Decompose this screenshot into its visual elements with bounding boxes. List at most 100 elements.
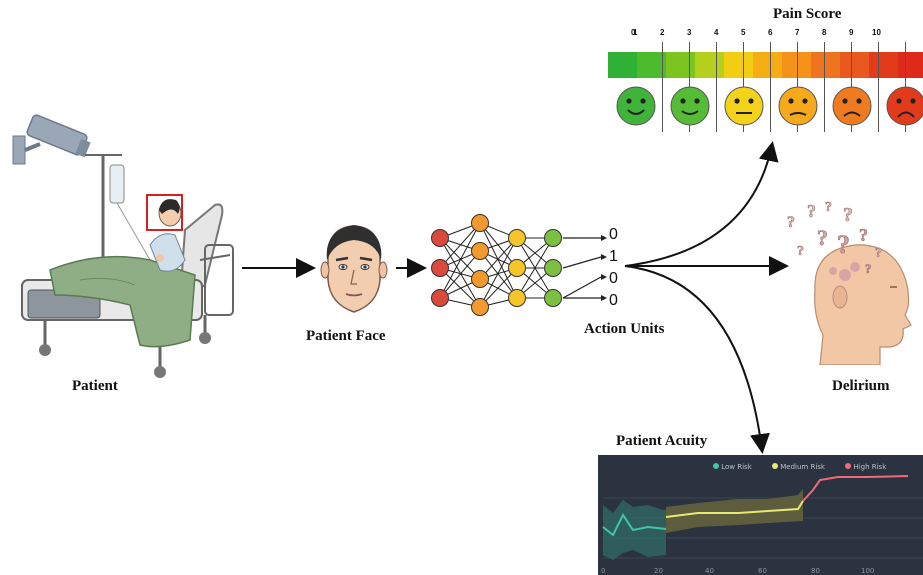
patient-face-illustration — [320, 225, 388, 313]
nn-node — [431, 229, 449, 247]
security-camera-icon — [12, 114, 91, 165]
legend-dot-high — [845, 463, 852, 469]
legend-high: High Risk — [853, 463, 887, 471]
svg-text:?: ? — [859, 225, 868, 245]
pain-color-segment — [608, 52, 637, 78]
pain-face-icon — [616, 86, 656, 126]
svg-text:?: ? — [787, 214, 795, 231]
svg-text:?: ? — [797, 244, 804, 259]
legend-low: Low Risk — [721, 463, 752, 471]
pain-face-icon — [670, 86, 710, 126]
nn-connection — [439, 237, 481, 280]
nn-connection — [439, 237, 481, 308]
pain-color-segment — [782, 52, 811, 78]
nn-connection — [439, 250, 481, 299]
nn-connection — [479, 222, 518, 269]
arrow-to-acuity — [624, 265, 770, 454]
nn-connection — [439, 222, 481, 299]
nn-node — [431, 289, 449, 307]
pain-tick-label: 9 — [849, 28, 854, 37]
svg-text:?: ? — [865, 261, 872, 276]
svg-text:?: ? — [875, 246, 882, 261]
action-unit-value: 1 — [609, 248, 618, 265]
pain-color-segment — [695, 52, 724, 78]
nn-output-arrow — [562, 276, 602, 299]
pain-face-icon — [886, 86, 923, 126]
pain-divider — [824, 42, 825, 132]
action-units-label: Action Units — [584, 321, 665, 337]
acuity-chart-panel: Low Risk Medium Risk High Risk 0 20 40 6… — [598, 455, 923, 575]
nn-arrowhead — [601, 254, 607, 260]
nn-node — [544, 259, 562, 277]
pain-tick-label: 7 — [795, 28, 800, 37]
x-tick: 40 — [705, 567, 714, 575]
pain-tick-label: 1 — [633, 28, 638, 37]
arrow-to-pain-score — [624, 141, 779, 267]
nn-node — [544, 229, 562, 247]
pain-face-icon — [778, 86, 818, 126]
nn-node — [544, 289, 562, 307]
nn-connection — [479, 222, 518, 299]
x-tick: 100 — [861, 567, 874, 575]
nn-connection — [479, 250, 518, 299]
x-tick: 80 — [811, 567, 820, 575]
x-tick: 0 — [601, 567, 605, 575]
nn-node — [471, 270, 489, 288]
pain-tick-label: 8 — [822, 28, 827, 37]
nn-node — [508, 289, 526, 307]
nn-node — [431, 259, 449, 277]
pain-face-icon — [832, 86, 872, 126]
pain-divider — [878, 42, 879, 132]
neural-network-diagram — [431, 214, 607, 316]
nn-arrowhead — [601, 295, 607, 301]
patient-bed-illustration — [12, 114, 234, 378]
pain-color-segment — [869, 52, 898, 78]
action-unit-value: 0 — [609, 292, 618, 309]
legend-dot-medium — [772, 463, 778, 469]
nn-node — [508, 229, 526, 247]
action-unit-value: 0 — [609, 226, 618, 243]
pain-tick-label: 2 — [660, 28, 665, 37]
pain-divider — [716, 42, 717, 132]
nn-connection — [479, 237, 518, 308]
pain-color-segment — [840, 52, 869, 78]
nn-connection — [516, 237, 554, 299]
pain-tick-label: 0 — [631, 28, 636, 37]
svg-text:?: ? — [825, 200, 832, 215]
nn-node — [471, 242, 489, 260]
acuity-legend: Low Risk Medium Risk High Risk — [713, 463, 923, 471]
nn-connection — [439, 222, 481, 269]
pain-color-segment — [753, 52, 782, 78]
pain-tick-label: 10 — [872, 28, 881, 37]
pain-divider — [770, 42, 771, 132]
pain-tick-label: 5 — [741, 28, 746, 37]
nn-node — [471, 298, 489, 316]
patient-acuity-title: Patient Acuity — [616, 433, 708, 449]
pain-color-segment — [666, 52, 695, 78]
svg-text:?: ? — [837, 230, 850, 259]
acuity-risk-plot: 0 20 40 60 80 100 — [601, 475, 923, 575]
nn-node — [471, 214, 489, 232]
delirium-label: Delirium — [832, 378, 890, 394]
pain-tick-label: 6 — [768, 28, 773, 37]
x-tick: 60 — [758, 567, 767, 575]
nn-arrowhead — [601, 274, 607, 280]
question-marks-icon: ? ? ? ? ? ? ? ? ? ? — [787, 200, 883, 277]
svg-text:?: ? — [817, 225, 828, 250]
delirium-head-illustration: ? ? ? ? ? ? ? ? ? ? — [787, 200, 912, 365]
x-tick: 20 — [654, 567, 663, 575]
pain-color-segment — [811, 52, 840, 78]
legend-dot-low — [713, 463, 719, 469]
nn-connection — [479, 237, 518, 280]
pain-score-title: Pain Score — [773, 6, 842, 22]
svg-text:?: ? — [807, 201, 816, 221]
nn-connection — [439, 267, 481, 308]
pain-divider — [662, 42, 663, 132]
pain-face-icon — [724, 86, 764, 126]
patient-face-label: Patient Face — [306, 328, 386, 344]
nn-node — [508, 259, 526, 277]
nn-output-arrow — [562, 256, 602, 269]
pain-color-segment — [637, 52, 666, 78]
